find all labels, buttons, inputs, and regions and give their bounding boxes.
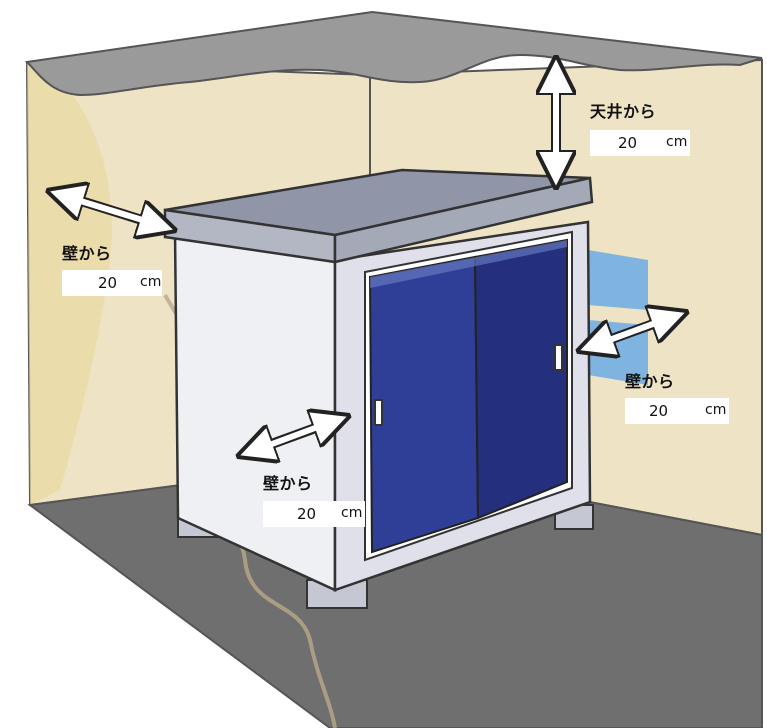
- front-wall-clearance-box: 20 cm: [263, 501, 365, 527]
- arrow-wall-front-fill: [262, 422, 325, 450]
- cabinet-roof-front: [333, 176, 594, 264]
- front-wall-clearance-title: 壁から: [263, 474, 313, 493]
- right-wall-clearance-value: 20: [649, 402, 669, 420]
- ceiling-clearance-box: 20 cm: [590, 130, 690, 156]
- left-wall-clearance-box: 20 cm: [62, 270, 162, 296]
- right-wall-clearance-title: 壁から: [625, 372, 675, 391]
- left-wall-clearance-unit: cm: [140, 274, 162, 290]
- right-wall-clearance-box: 20 cm: [625, 398, 729, 424]
- front-wall-clearance-unit: cm: [341, 505, 363, 521]
- door-handle-left[interactable]: [374, 399, 383, 426]
- wall-vent-upper: [588, 250, 648, 310]
- sliding-door-left[interactable]: [368, 255, 480, 554]
- ceiling-clearance-title: 天井から: [590, 102, 657, 121]
- sliding-door-right[interactable]: [473, 238, 568, 520]
- arrow-wall-left-fill: [73, 196, 150, 225]
- door-highlight: [370, 240, 567, 288]
- door-handle-right[interactable]: [554, 344, 563, 371]
- left-wall-clearance-value: 20: [98, 274, 118, 292]
- arrow-wall-right-fill: [602, 318, 663, 345]
- ceiling-clearance-value: 20: [618, 134, 638, 152]
- left-wall-clearance-title: 壁から: [62, 244, 112, 263]
- ceiling-clearance-unit: cm: [666, 134, 688, 150]
- right-wall-clearance-unit: cm: [705, 402, 727, 418]
- ceiling: [24, 10, 763, 97]
- front-wall-clearance-value: 20: [297, 505, 317, 523]
